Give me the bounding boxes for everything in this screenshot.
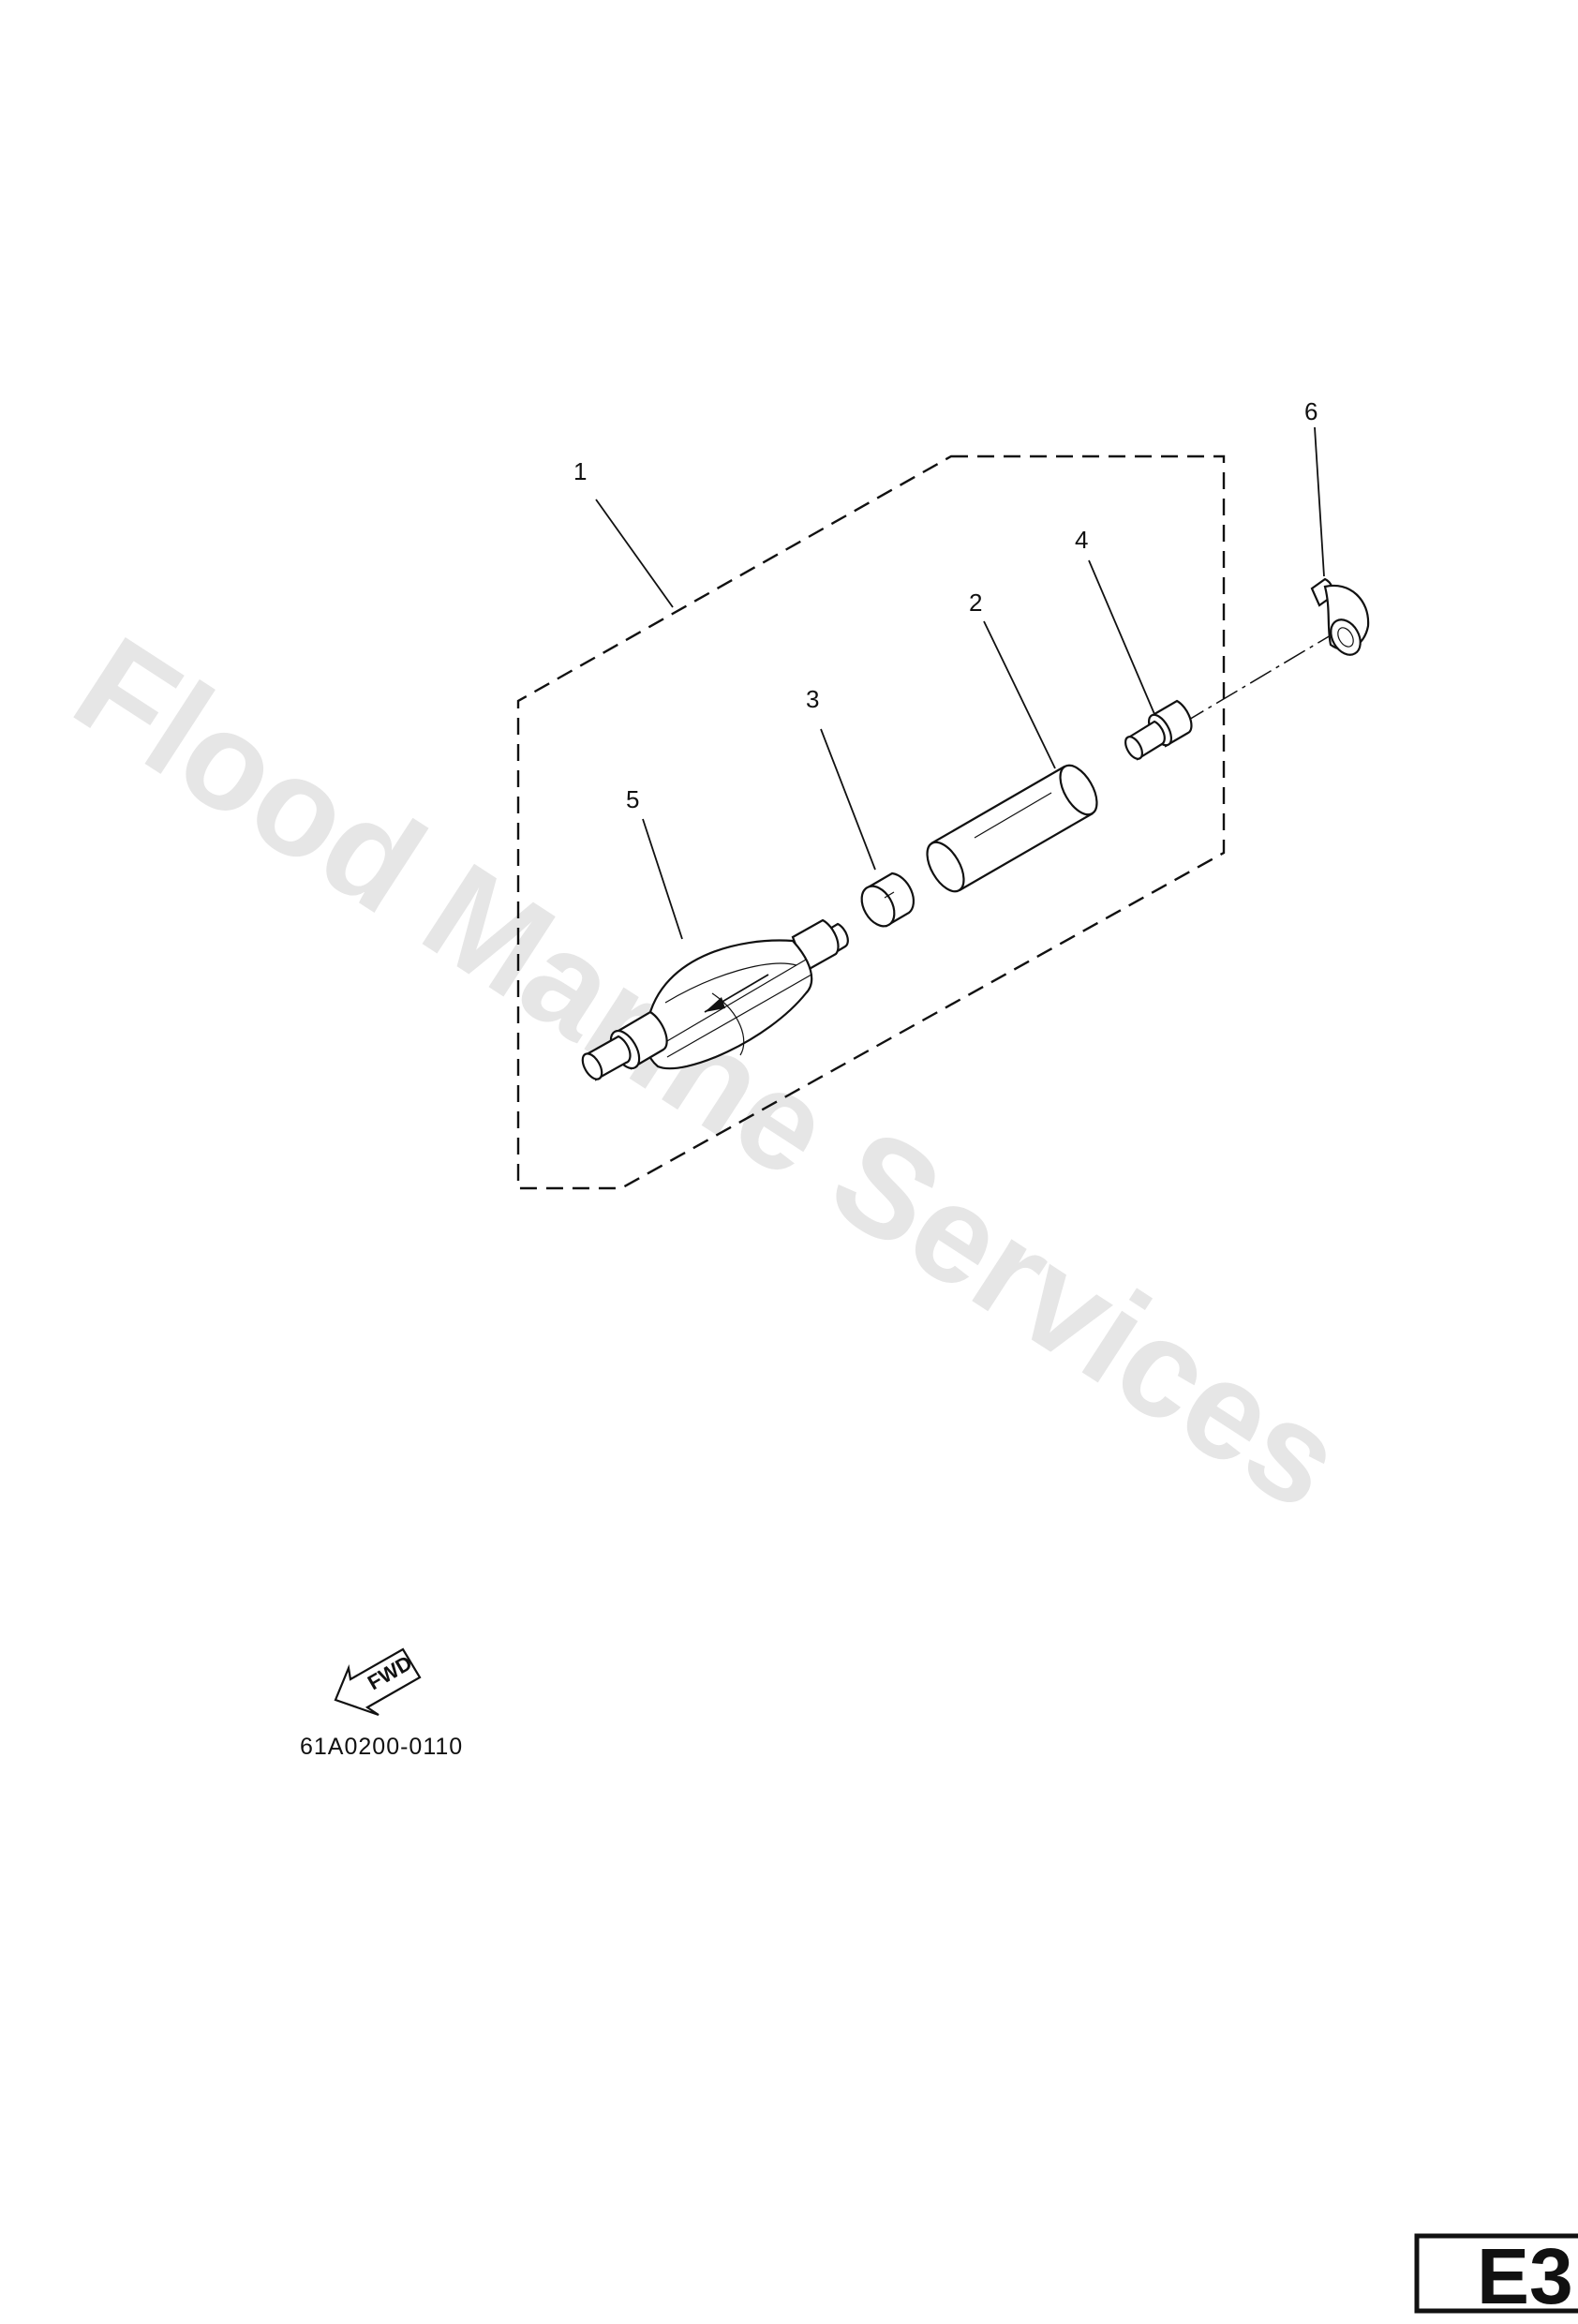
page-id: E3 bbox=[1477, 2232, 1573, 2320]
watermark: Flood Marine Services bbox=[50, 607, 1368, 1539]
leader-line-6 bbox=[1314, 426, 1325, 577]
callout-1: 1 bbox=[573, 457, 587, 485]
callout-2: 2 bbox=[969, 588, 982, 617]
joint-part-4 bbox=[1124, 699, 1193, 761]
callout-3: 3 bbox=[806, 685, 819, 713]
primer-bulb-part-5 bbox=[581, 918, 849, 1081]
assembly-boundary bbox=[516, 454, 1226, 1190]
figure-code: 61A0200-0110 bbox=[300, 1734, 463, 1760]
callout-5: 5 bbox=[626, 785, 639, 813]
fuel-hose-part-2 bbox=[926, 764, 1098, 893]
clip-part-3 bbox=[860, 872, 916, 928]
fwd-arrow-icon: FWD bbox=[334, 1647, 422, 1717]
callout-4: 4 bbox=[1075, 526, 1088, 554]
callout-6: 6 bbox=[1304, 397, 1317, 425]
leader-line-1 bbox=[595, 499, 674, 608]
leader-line-3 bbox=[820, 728, 876, 871]
elbow-part-6 bbox=[1310, 577, 1370, 656]
leader-line-2 bbox=[983, 620, 1056, 769]
leader-line-5 bbox=[642, 818, 683, 940]
alignment-line bbox=[1182, 634, 1332, 724]
page-id-box bbox=[1414, 2233, 1578, 2314]
leader-line-4 bbox=[1088, 559, 1155, 715]
